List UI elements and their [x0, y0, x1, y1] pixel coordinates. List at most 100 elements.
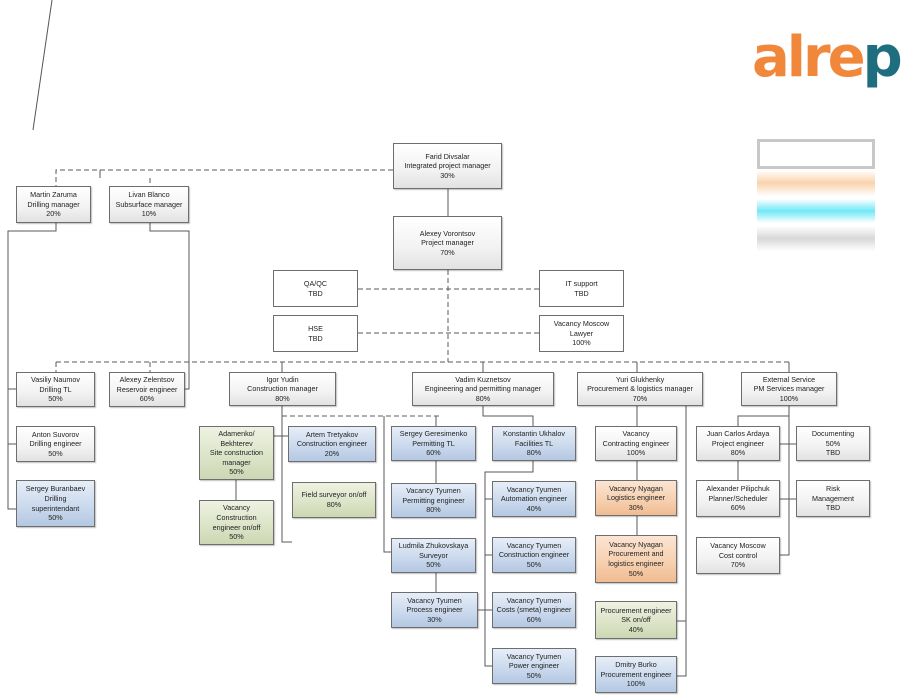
node-allocation: 100% [779, 393, 799, 403]
node-hse[interactable]: HSE TBD [273, 315, 358, 352]
node-name: Vacancy Nyagan [609, 539, 663, 549]
node-name: Vacancy Tyumen [506, 484, 562, 494]
node-ludmila-zhukovskaya[interactable]: Ludmila Zhukovskaya Surveyor 50% [391, 538, 476, 573]
node-name: Vacancy [222, 503, 251, 513]
node-yuri-glukhenky[interactable]: Yuri Glukhenky Procurement & logistics m… [577, 372, 703, 406]
node-vasiliy-naumov[interactable]: Vasiliy Naumov Drilling TL 50% [16, 372, 95, 407]
node-adamenko-bekhterev[interactable]: Adamenko/ Bekhterev Site construction ma… [199, 426, 274, 480]
node-konstantin-ukhalov[interactable]: Konstantin Ukhalov Facilities TL 80% [492, 426, 576, 461]
node-farid-divsalar[interactable]: Farid Divsalar Integrated project manage… [393, 143, 502, 189]
node-name: Vacancy Nyagan [609, 483, 663, 493]
node-allocation: 50% [48, 513, 63, 523]
node-name: Sergey Buranbaev [25, 484, 86, 494]
node-sergey-geresimenko[interactable]: Sergey Geresimenko Permitting TL 60% [391, 426, 476, 461]
node-dmitry-burko[interactable]: Dmitry Burko Procurement engineer 100% [595, 656, 677, 693]
node-name: Ludmila Zhukovskaya [398, 541, 469, 551]
node-allocation: TBD [308, 333, 323, 343]
node-name: Procurement engineer [600, 605, 672, 615]
node-alexey-zelentsov[interactable]: Alexey Zelentsov Reservoir engineer 60% [109, 372, 185, 407]
node-allocation: 60% [139, 394, 155, 404]
node-vacancy-contracting-engineer[interactable]: Vacancy Contracting engineer 100% [595, 426, 677, 461]
node-name: Konstantin Ukhalov [503, 429, 565, 439]
node-vacancy-costs-engineer[interactable]: Vacancy Tyumen Costs (smeta) engineer 60… [492, 592, 576, 628]
node-role: Process engineer [406, 605, 463, 615]
node-name: Sergey Geresimenko [399, 429, 468, 439]
node-allocation: 20% [46, 209, 61, 219]
node-name: Vacancy Tyumen [506, 540, 562, 550]
node-role: Construction [216, 512, 257, 522]
logo-text-orange: alre [752, 25, 866, 90]
node-role: Lawyer [569, 328, 594, 338]
node-it-support[interactable]: IT support TBD [539, 270, 624, 307]
dashed-line-farid-left [55, 169, 393, 186]
node-allocation: 80% [426, 505, 441, 515]
node-role: Drilling TL [39, 384, 72, 394]
node-alexander-pilipchuk[interactable]: Alexander Pilipchuk Planner/Scheduler 60… [696, 480, 780, 517]
node-vacancy-logistics-engineer[interactable]: Vacancy Nyagan Logistics engineer 30% [595, 480, 677, 516]
node-name: Yuri Glukhenky [615, 374, 665, 384]
node-name: Adamenko/ [218, 429, 255, 439]
node-allocation: 40% [628, 624, 644, 634]
node-name: Vacancy Tyumen [506, 651, 562, 661]
node-risk-management[interactable]: Risk Management TBD [796, 480, 870, 517]
node-name: Documenting [811, 429, 855, 439]
node-name: Vacancy [622, 429, 650, 439]
node-role: Drilling engineer [29, 439, 82, 449]
node-role: Drilling [44, 493, 67, 503]
node-allocation: 50% [526, 670, 542, 680]
node-field-surveyor-onoff[interactable]: Field surveyor on/off 80% [292, 482, 376, 518]
node-role: Integrated project manager [404, 161, 491, 171]
node-vacancy-permitting-engineer[interactable]: Vacancy Tyumen Permitting engineer 80% [391, 483, 476, 518]
node-vacancy-power-engineer[interactable]: Vacancy Tyumen Power engineer 50% [492, 648, 576, 684]
node-allocation: 20% [324, 448, 340, 458]
node-role: Automation engineer [500, 494, 568, 504]
node-allocation: 50% [426, 560, 441, 570]
node-qaqc[interactable]: QA/QC TBD [273, 270, 358, 307]
node-vacancy-cost-control[interactable]: Vacancy Moscow Cost control 70% [696, 537, 780, 574]
node-martin-zaruma[interactable]: Martin Zaruma Drilling manager 20% [16, 186, 91, 223]
node-name: Anton Suvorov [31, 429, 80, 439]
node-role: SK on/off [621, 615, 651, 625]
node-name: Vadim Kuznetsov [455, 374, 511, 384]
node-anton-suvorov[interactable]: Anton Suvorov Drilling engineer 50% [16, 426, 95, 462]
line-kuznetsov-reports [482, 406, 534, 426]
node-vacancy-construction-engineer[interactable]: Vacancy Tyumen Construction engineer 50% [492, 537, 576, 573]
node-name: Alexander Pilipchuk [706, 484, 770, 494]
node-allocation: 50% [229, 532, 244, 542]
node-allocation: 80% [526, 448, 542, 458]
node-livan-blanco[interactable]: Livan Blanco Subsurface manager 10% [109, 186, 189, 223]
node-name: Livan Blanco [128, 190, 170, 200]
node-vacancy-moscow-lawyer[interactable]: Vacancy Moscow Lawyer 100% [539, 315, 624, 352]
node-alexey-vorontsov[interactable]: Alexey Vorontsov Project manager 70% [393, 216, 502, 270]
line-glukhenky-reports [676, 406, 687, 677]
node-role: PM Services manager [753, 384, 825, 394]
node-name: Vacancy Moscow [553, 319, 610, 329]
node-artem-tretyakov[interactable]: Artem Tretyakov Construction engineer 20… [288, 426, 376, 462]
alrep-logo: alrep [752, 25, 903, 90]
node-vacancy-automation-engineer[interactable]: Vacancy Tyumen Automation engineer 40% [492, 481, 576, 517]
node-documenting[interactable]: Documenting 50% TBD [796, 426, 870, 461]
node-allocation: 50% [48, 394, 63, 404]
node-name-2: Bekhterev [220, 438, 253, 448]
node-vacancy-procurement-logistics[interactable]: Vacancy Nyagan Procurement and logistics… [595, 535, 677, 583]
node-role: Logistics engineer [607, 493, 665, 503]
node-allocation: 10% [141, 209, 157, 219]
node-igor-yudin[interactable]: Igor Yudin Construction manager 80% [229, 372, 336, 406]
node-juan-carlos-ardaya[interactable]: Juan Carlos Ardaya Project engineer 80% [696, 426, 780, 461]
node-role: Procurement & logistics manager [587, 384, 693, 394]
node-procurement-engineer-sk[interactable]: Procurement engineer SK on/off 40% [595, 601, 677, 639]
node-vacancy-process-engineer[interactable]: Vacancy Tyumen Process engineer 30% [391, 592, 478, 628]
node-vadim-kuznetsov[interactable]: Vadim Kuznetsov Engineering and permitti… [412, 372, 554, 406]
node-name: Vacancy Moscow [710, 541, 766, 551]
node-name: Artem Tretyakov [305, 429, 359, 439]
node-role: Engineering and permitting manager [424, 384, 542, 394]
node-vacancy-construction-onoff[interactable]: Vacancy Construction engineer on/off 50% [199, 500, 274, 545]
node-allocation: 30% [427, 614, 442, 624]
node-allocation: 70% [730, 560, 746, 570]
node-sergey-buranbaev[interactable]: Sergey Buranbaev Drilling superintendant… [16, 480, 95, 527]
node-name: QA/QC [303, 278, 328, 288]
node-name: Farid Divsalar [425, 151, 470, 161]
node-role: Power engineer [508, 661, 560, 671]
node-external-service[interactable]: External Service PM Services manager 100… [741, 372, 837, 406]
